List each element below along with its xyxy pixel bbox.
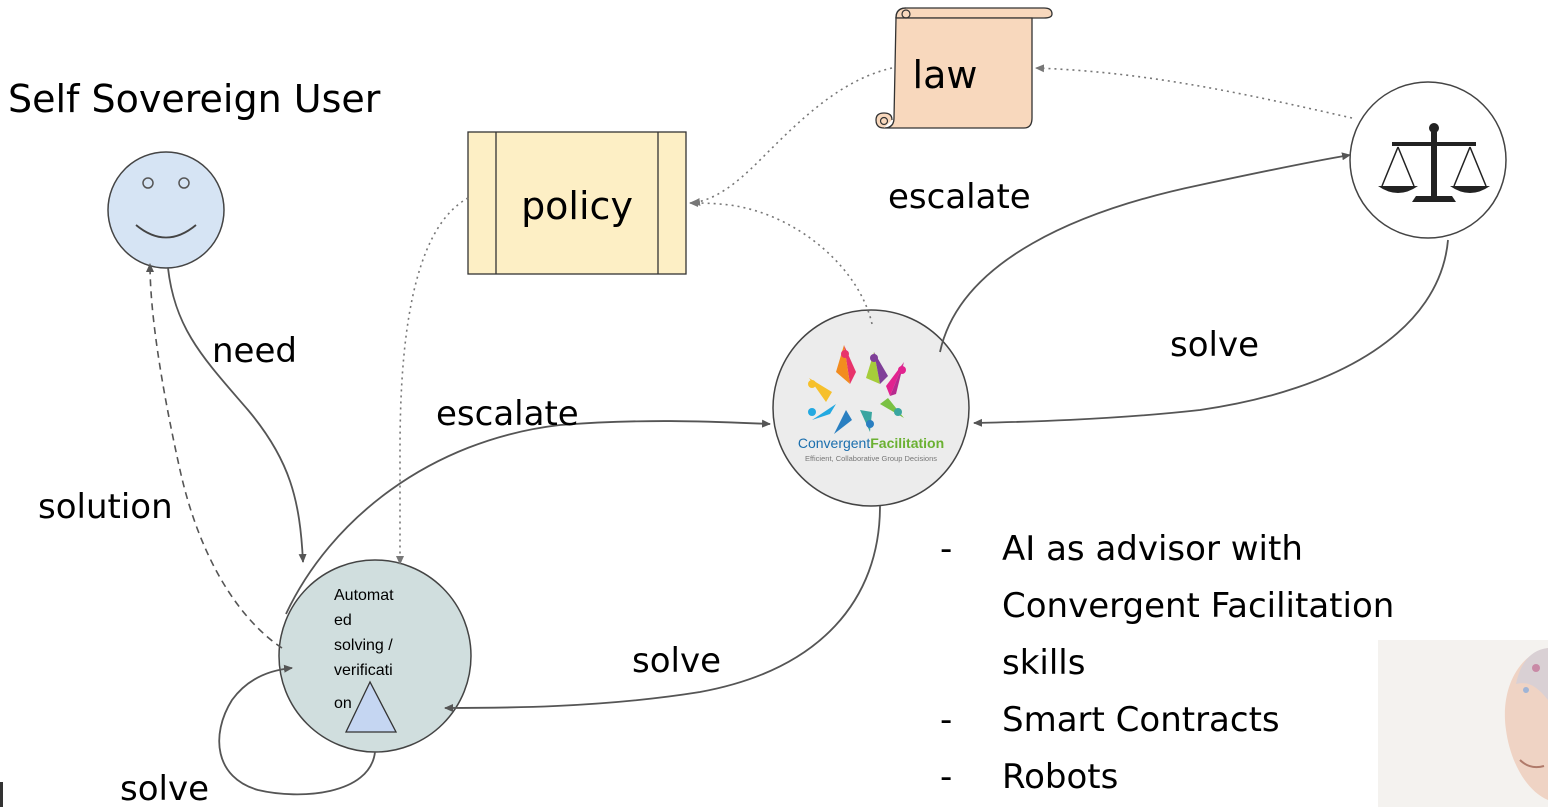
bullet-marker-3: - [940,757,952,797]
policy-document: policy [467,131,687,275]
bullet-item-1-line-1: AI as advisor with [1002,529,1303,569]
edge-solve-right [973,239,1449,427]
edge-solve-middle [444,505,881,712]
edge-dotted-law-to-policy [691,67,893,206]
edge-dotted-policy-to-automated [396,197,469,565]
label-solve-right: solve [1170,325,1259,365]
edge-mark [0,782,3,807]
bullet-item-3: Robots [1002,757,1118,797]
label-need: need [212,331,297,371]
bullet-item-1-line-2: Convergent Facilitation [1002,586,1394,626]
convergent-facilitation-node: ConvergentFacilitation Efficient, Collab… [772,309,970,507]
convergent-tagline: Efficient, Collaborative Group Decisions [805,454,937,463]
label-solve-loop: solve [120,769,209,807]
bullet-marker-2: - [940,700,952,740]
automated-label-line-1: Automat [334,587,394,604]
user-title: Self Sovereign User [8,77,381,121]
bullet-list: - AI as advisor with Convergent Facilita… [940,529,1394,797]
policy-label: policy [521,184,633,228]
starburst-logo-icon [808,345,906,434]
bullet-marker-1: - [940,529,952,569]
automated-solving-node: Automat ed solving / verificati on [278,559,472,753]
label-escalate-lower: escalate [436,394,579,434]
robot-photo [1378,640,1548,807]
automated-label-line-3: solving / [334,637,393,654]
label-escalate-upper: escalate [888,177,1031,217]
edge-dotted-justice-to-law [1035,64,1353,119]
bullet-item-1-line-3: skills [1002,643,1085,683]
label-solution: solution [38,487,173,527]
automated-label-line-2: ed [334,612,352,629]
triangle-icon [344,680,398,733]
automated-label-line-4: verificati [334,662,393,679]
smiley-icon [107,151,225,269]
edge-dotted-cf-to-policy [689,199,873,325]
bullet-item-2: Smart Contracts [1002,700,1280,740]
scroll-icon: law [875,7,1053,129]
label-solve-middle: solve [632,641,721,681]
convergent-brand-text: ConvergentFacilitation [798,435,944,451]
edge-solution [146,263,283,649]
edge-escalate-lower [285,419,771,615]
edge-solve-loop [218,664,376,796]
law-label: law [913,53,978,97]
scales-of-justice-icon [1349,81,1507,239]
automated-label-line-5: on [334,695,352,712]
edge-escalate-upper [939,152,1351,353]
edge-need [167,267,307,563]
